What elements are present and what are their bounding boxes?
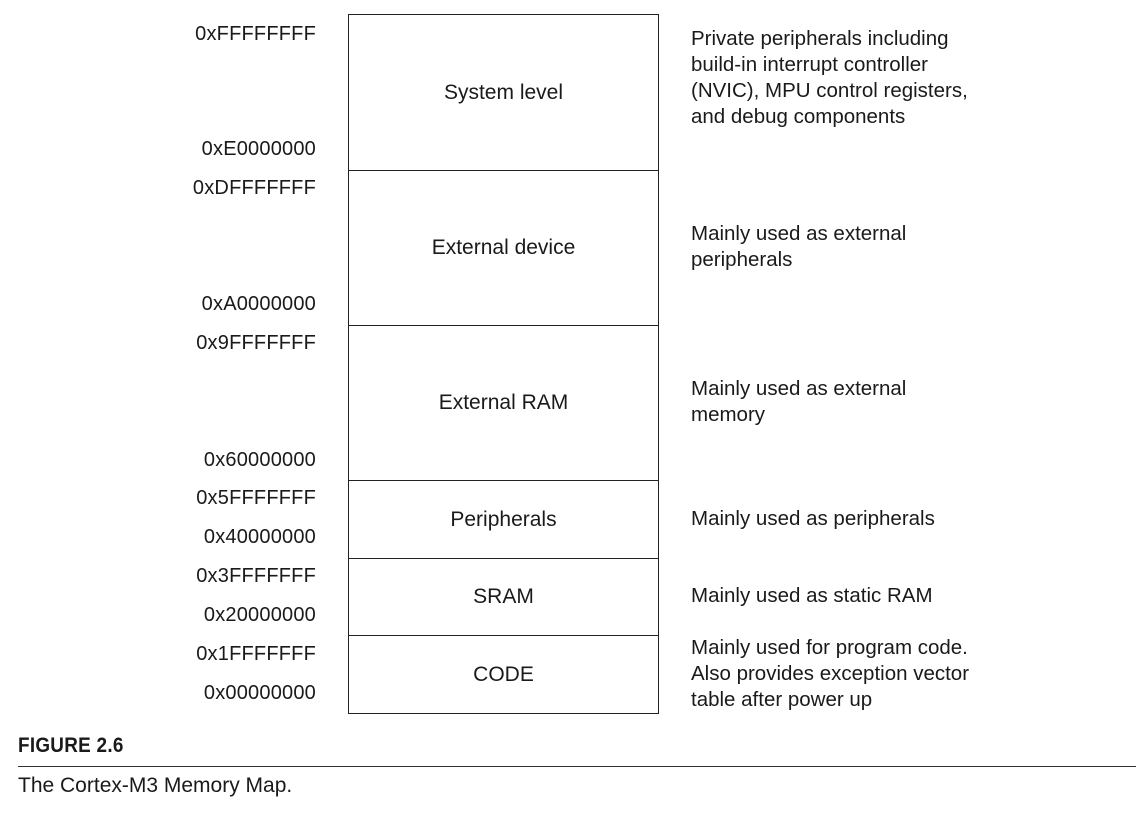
region-name: Peripherals [450, 507, 557, 531]
region-description: Mainly used for program code. Also provi… [691, 636, 970, 711]
memory-region-external-ram: External RAM [348, 325, 659, 481]
region-description: Private peripherals including build-in i… [691, 27, 968, 128]
region-name: CODE [473, 662, 534, 686]
memory-region-external-device: External device [348, 170, 659, 326]
region-description: Mainly used as static RAM [691, 584, 933, 607]
region-start-address: 0x00000000 [203, 682, 316, 704]
region-description: Mainly used as external peripherals [691, 222, 907, 271]
figure-caption: The Cortex-M3 Memory Map. [18, 774, 293, 797]
region-start-address: 0x40000000 [203, 526, 316, 548]
memory-region-system-level: System level [348, 14, 659, 171]
region-description: Mainly used as external memory [691, 377, 907, 426]
region-name: System level [443, 80, 564, 104]
region-end-address: 0x5FFFFFFF [196, 487, 316, 509]
region-start-address: 0xA0000000 [201, 293, 316, 315]
caption-divider [18, 766, 1136, 767]
figure-label: FIGURE 2.6 [18, 734, 124, 757]
region-name: External RAM [438, 391, 569, 414]
region-start-address: 0x60000000 [203, 449, 316, 471]
memory-region-sram: SRAM [348, 558, 659, 636]
memory-region-code: CODE [348, 635, 659, 714]
region-name: SRAM [473, 585, 534, 608]
region-start-address: 0xE0000000 [201, 138, 316, 160]
region-end-address: 0xFFFFFFFF [195, 23, 316, 45]
region-end-address: 0x1FFFFFFF [196, 643, 316, 665]
memory-region-peripherals: Peripherals [348, 480, 659, 559]
region-description: Mainly used as peripherals [691, 507, 935, 530]
region-start-address: 0x20000000 [203, 604, 316, 626]
region-end-address: 0x3FFFFFFF [196, 565, 316, 587]
region-name: External device [431, 236, 576, 259]
region-end-address: 0xDFFFFFFF [192, 177, 316, 199]
memory-map-diagram: 0xFFFFFFFF 0xE0000000 System level Priva… [192, 14, 970, 714]
region-end-address: 0x9FFFFFFF [196, 332, 316, 354]
